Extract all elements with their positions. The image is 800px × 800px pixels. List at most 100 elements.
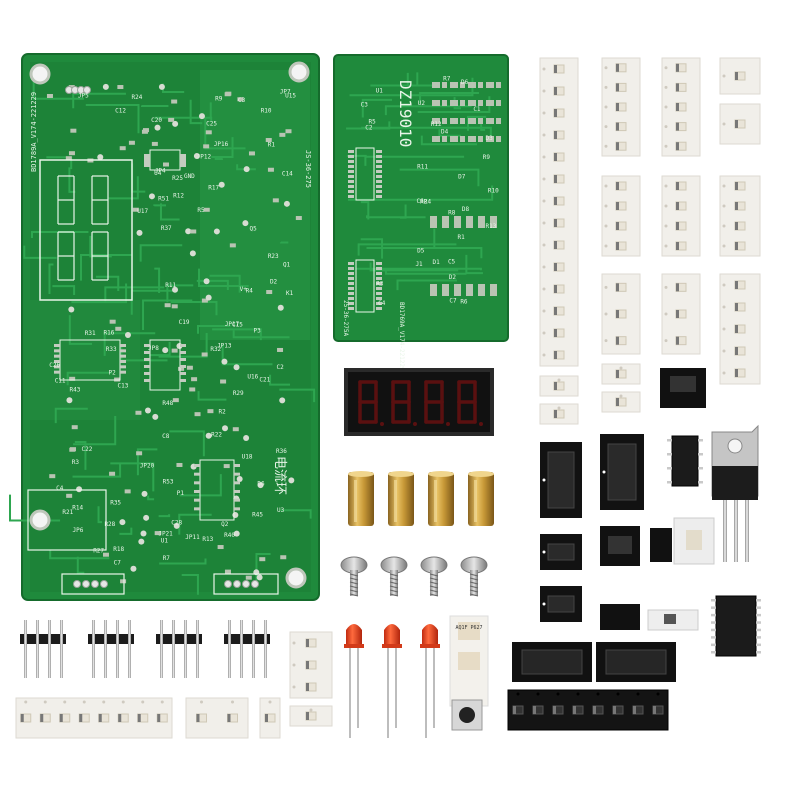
small-pads [348, 82, 501, 313]
silk-label: R48 [162, 400, 173, 407]
silk-label: R53 [163, 479, 174, 486]
display-dp [380, 422, 384, 426]
silk-label: C1 [473, 106, 481, 113]
silk-label: JP5 [78, 92, 89, 99]
silk-label: R6 [460, 299, 468, 306]
silk-label: R21 [62, 509, 73, 516]
silk-label: R3 [72, 459, 80, 466]
brass-standoff [348, 472, 374, 526]
silk-label: U1 [376, 87, 384, 94]
silk-label: R7 [163, 555, 171, 562]
silk-label: U3 [277, 507, 285, 514]
smd-tape [15, 697, 173, 739]
silk-label: R40 [224, 532, 235, 539]
silk-label: GND [184, 173, 195, 180]
silk-label: R16 [103, 330, 114, 337]
silk-label: R17 [208, 185, 219, 192]
main-silkscreen: P3V+GNDQ5JP13R3D2R4R5JP4R11U1R40C4C14JP5… [49, 89, 296, 567]
smd-tape [539, 57, 579, 367]
u15-outline [27, 489, 107, 551]
silk-label: U1 [161, 538, 169, 545]
display-footprint [39, 159, 133, 301]
header-pin [48, 620, 51, 678]
header-pin [184, 620, 187, 678]
silk-label: C19 [179, 319, 190, 326]
silk-label: JP7 [280, 89, 291, 96]
sop-part [605, 649, 667, 675]
silk-label: R13 [202, 536, 213, 543]
silk-label: R37 [161, 225, 172, 232]
silk-label: JP21 [158, 531, 173, 538]
silk-label: R43 [69, 387, 80, 394]
screws [340, 556, 488, 597]
silk-label: C4 [56, 485, 64, 492]
silk-label: R5 [197, 207, 205, 214]
silk-label: C4 [378, 300, 386, 307]
sot-part [670, 376, 696, 392]
silk-label: R13 [486, 223, 497, 230]
silk-label: R51 [158, 195, 169, 202]
silk-label: R18 [113, 546, 124, 553]
silk-label: R5 [368, 118, 376, 125]
silk-label: R14 [72, 504, 83, 511]
tactile-switch [451, 699, 483, 731]
silk-label: R8 [448, 209, 456, 216]
header-pin [160, 620, 163, 678]
silk-label: D3 [486, 135, 494, 142]
silk-label: R33 [106, 346, 117, 353]
silk-label: J1 [415, 261, 423, 268]
silk-label: C14 [282, 170, 293, 177]
main-board-code: BD1789A_V174-221229 [30, 92, 38, 172]
header-pin [36, 620, 39, 678]
silk-label: D5 [417, 247, 425, 254]
header-pin [24, 620, 27, 678]
header-body [20, 634, 66, 644]
ic-in-tape [607, 443, 637, 501]
seven-segment-display [344, 368, 494, 436]
silk-label: C3 [361, 101, 369, 108]
main-board-code-right: JS-36-275 [304, 150, 312, 188]
silk-label: JP20 [140, 463, 155, 470]
small-traces [346, 72, 494, 291]
silk-label: C22 [82, 446, 93, 453]
display-dp [446, 422, 450, 426]
header-pin [172, 620, 175, 678]
silk-label: P2 [109, 370, 117, 377]
silk-label: U18 [242, 453, 253, 460]
red-led [422, 624, 438, 645]
silk-label: R1 [457, 234, 465, 241]
header-pin [116, 620, 119, 678]
silk-label: U2 [418, 100, 426, 107]
silk-label: C2 [276, 364, 284, 371]
silk-label: D4 [441, 129, 449, 136]
soic-ic [671, 435, 699, 487]
silk-label: R31 [85, 330, 96, 337]
to220-regulator [711, 424, 759, 562]
silk-label: P3 [254, 327, 262, 334]
silk-label: R27 [93, 547, 104, 554]
silk-label: R23 [268, 253, 279, 260]
silk-label: D2 [270, 279, 278, 286]
pcb-pads [46, 83, 302, 588]
sot-part [608, 536, 632, 554]
sot-tape [650, 528, 672, 562]
display-dp [413, 422, 417, 426]
smd-tape-strips [15, 57, 761, 739]
red-led [346, 624, 362, 645]
silk-label: JP4 [155, 168, 166, 175]
silk-label: C11 [55, 377, 66, 384]
silk-label: R11 [417, 164, 428, 171]
silk-label: R9 [215, 95, 223, 102]
soic-wide-ic [715, 595, 757, 657]
header-pin [240, 620, 243, 678]
silk-label: C7 [449, 297, 457, 304]
optocoupler-marking: AQ1F P627 [455, 625, 482, 631]
silk-label: R11 [165, 282, 176, 289]
silk-label: R3 [376, 280, 384, 287]
header-body [156, 634, 202, 644]
ic-in-tape [547, 543, 575, 561]
silk-label: JP13 [217, 342, 232, 349]
silk-label: C13 [118, 382, 129, 389]
silk-label: D6 [257, 480, 265, 487]
silk-label: JP6 [73, 527, 84, 534]
